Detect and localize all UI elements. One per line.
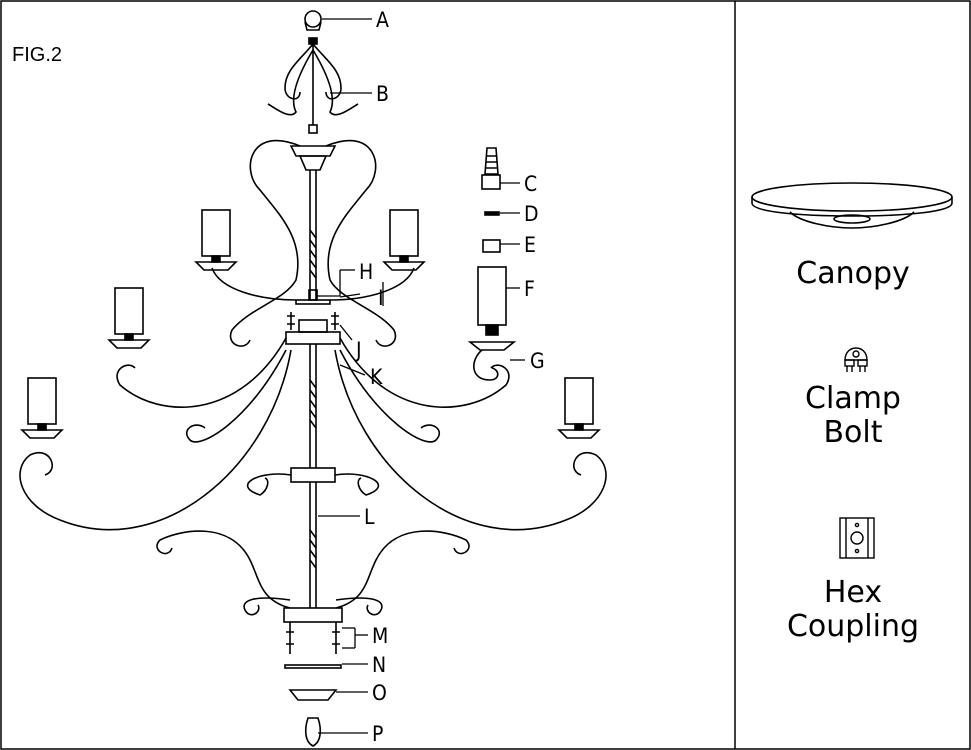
- callout-labels: A B C D E F G H I J K L M N O P: [355, 8, 545, 746]
- callout-a: A: [376, 8, 389, 32]
- figure-label: FIG.2: [12, 44, 63, 66]
- callout-g: G: [530, 349, 545, 373]
- hex-coupling-label: Hex Coupling: [735, 576, 971, 644]
- callout-k: K: [370, 365, 383, 389]
- canopy-icon: [751, 182, 953, 229]
- callout-o: O: [372, 681, 387, 705]
- canopy-label: Canopy: [796, 256, 910, 291]
- callout-i: I: [378, 286, 384, 310]
- hex-coupling-icon: [839, 517, 875, 559]
- callout-m: M: [372, 624, 388, 648]
- callout-d: D: [524, 202, 539, 226]
- callout-j: J: [355, 338, 362, 362]
- hex-coupling-label-line1: Hex: [823, 575, 883, 610]
- callout-n: N: [372, 653, 386, 677]
- callout-l: L: [364, 505, 375, 529]
- callout-c: C: [524, 172, 537, 196]
- clamp-bolt-label: Clamp Bolt: [735, 382, 971, 450]
- callout-p: P: [372, 722, 383, 746]
- chandelier-drawing: [19, 10, 607, 747]
- clamp-bolt-label-line2: Bolt: [823, 415, 883, 450]
- exploded-socket: [467, 147, 517, 381]
- part-a-ring: [304, 10, 322, 28]
- part-b-loop: [267, 43, 359, 125]
- callout-leaders: [317, 18, 525, 734]
- callout-h: H: [359, 260, 373, 284]
- clamp-bolt-icon: [844, 347, 868, 372]
- candle-cups: [20, 209, 601, 439]
- callout-b: B: [376, 82, 389, 106]
- callout-f: F: [524, 277, 535, 301]
- hex-coupling-label-line2: Coupling: [786, 609, 920, 644]
- clamp-bolt-label-line1: Clamp: [805, 381, 901, 416]
- callout-e: E: [524, 233, 536, 257]
